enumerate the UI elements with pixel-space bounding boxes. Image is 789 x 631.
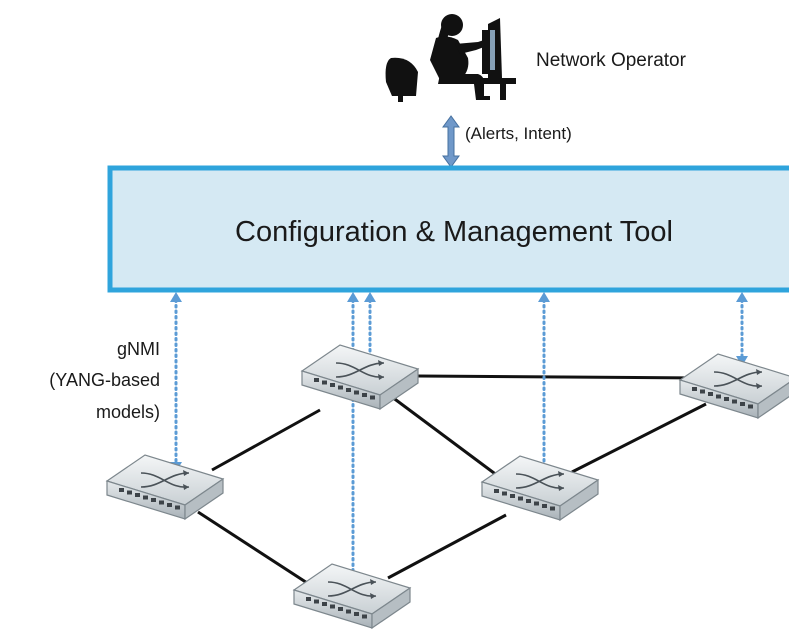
link-left-bottom — [197, 510, 319, 592]
data-plane-links — [197, 374, 707, 592]
link-top-right — [417, 374, 701, 380]
link-mid-right — [571, 402, 707, 474]
link-left-top — [211, 408, 321, 472]
network-switch-icon — [106, 454, 224, 520]
management-tool-label: Configuration & Management Tool — [235, 216, 673, 248]
network-switch-icon — [301, 344, 419, 410]
protocol-label-line1: gNMI — [117, 339, 160, 359]
network-switch-icon — [293, 563, 411, 629]
network-switch-icon — [481, 455, 599, 521]
link-bottom-mid — [387, 513, 507, 580]
operator-label: Network Operator — [536, 50, 687, 71]
management-tool-box — [107, 165, 789, 293]
operator-tool-arrow — [442, 115, 460, 168]
operator-link-label: (Alerts, Intent) — [465, 124, 572, 143]
protocol-label-line2: (YANG-based — [49, 370, 160, 390]
protocol-label-line3: models) — [96, 402, 160, 422]
link-top-mid — [391, 395, 499, 478]
person-at-computer-icon — [385, 14, 516, 102]
